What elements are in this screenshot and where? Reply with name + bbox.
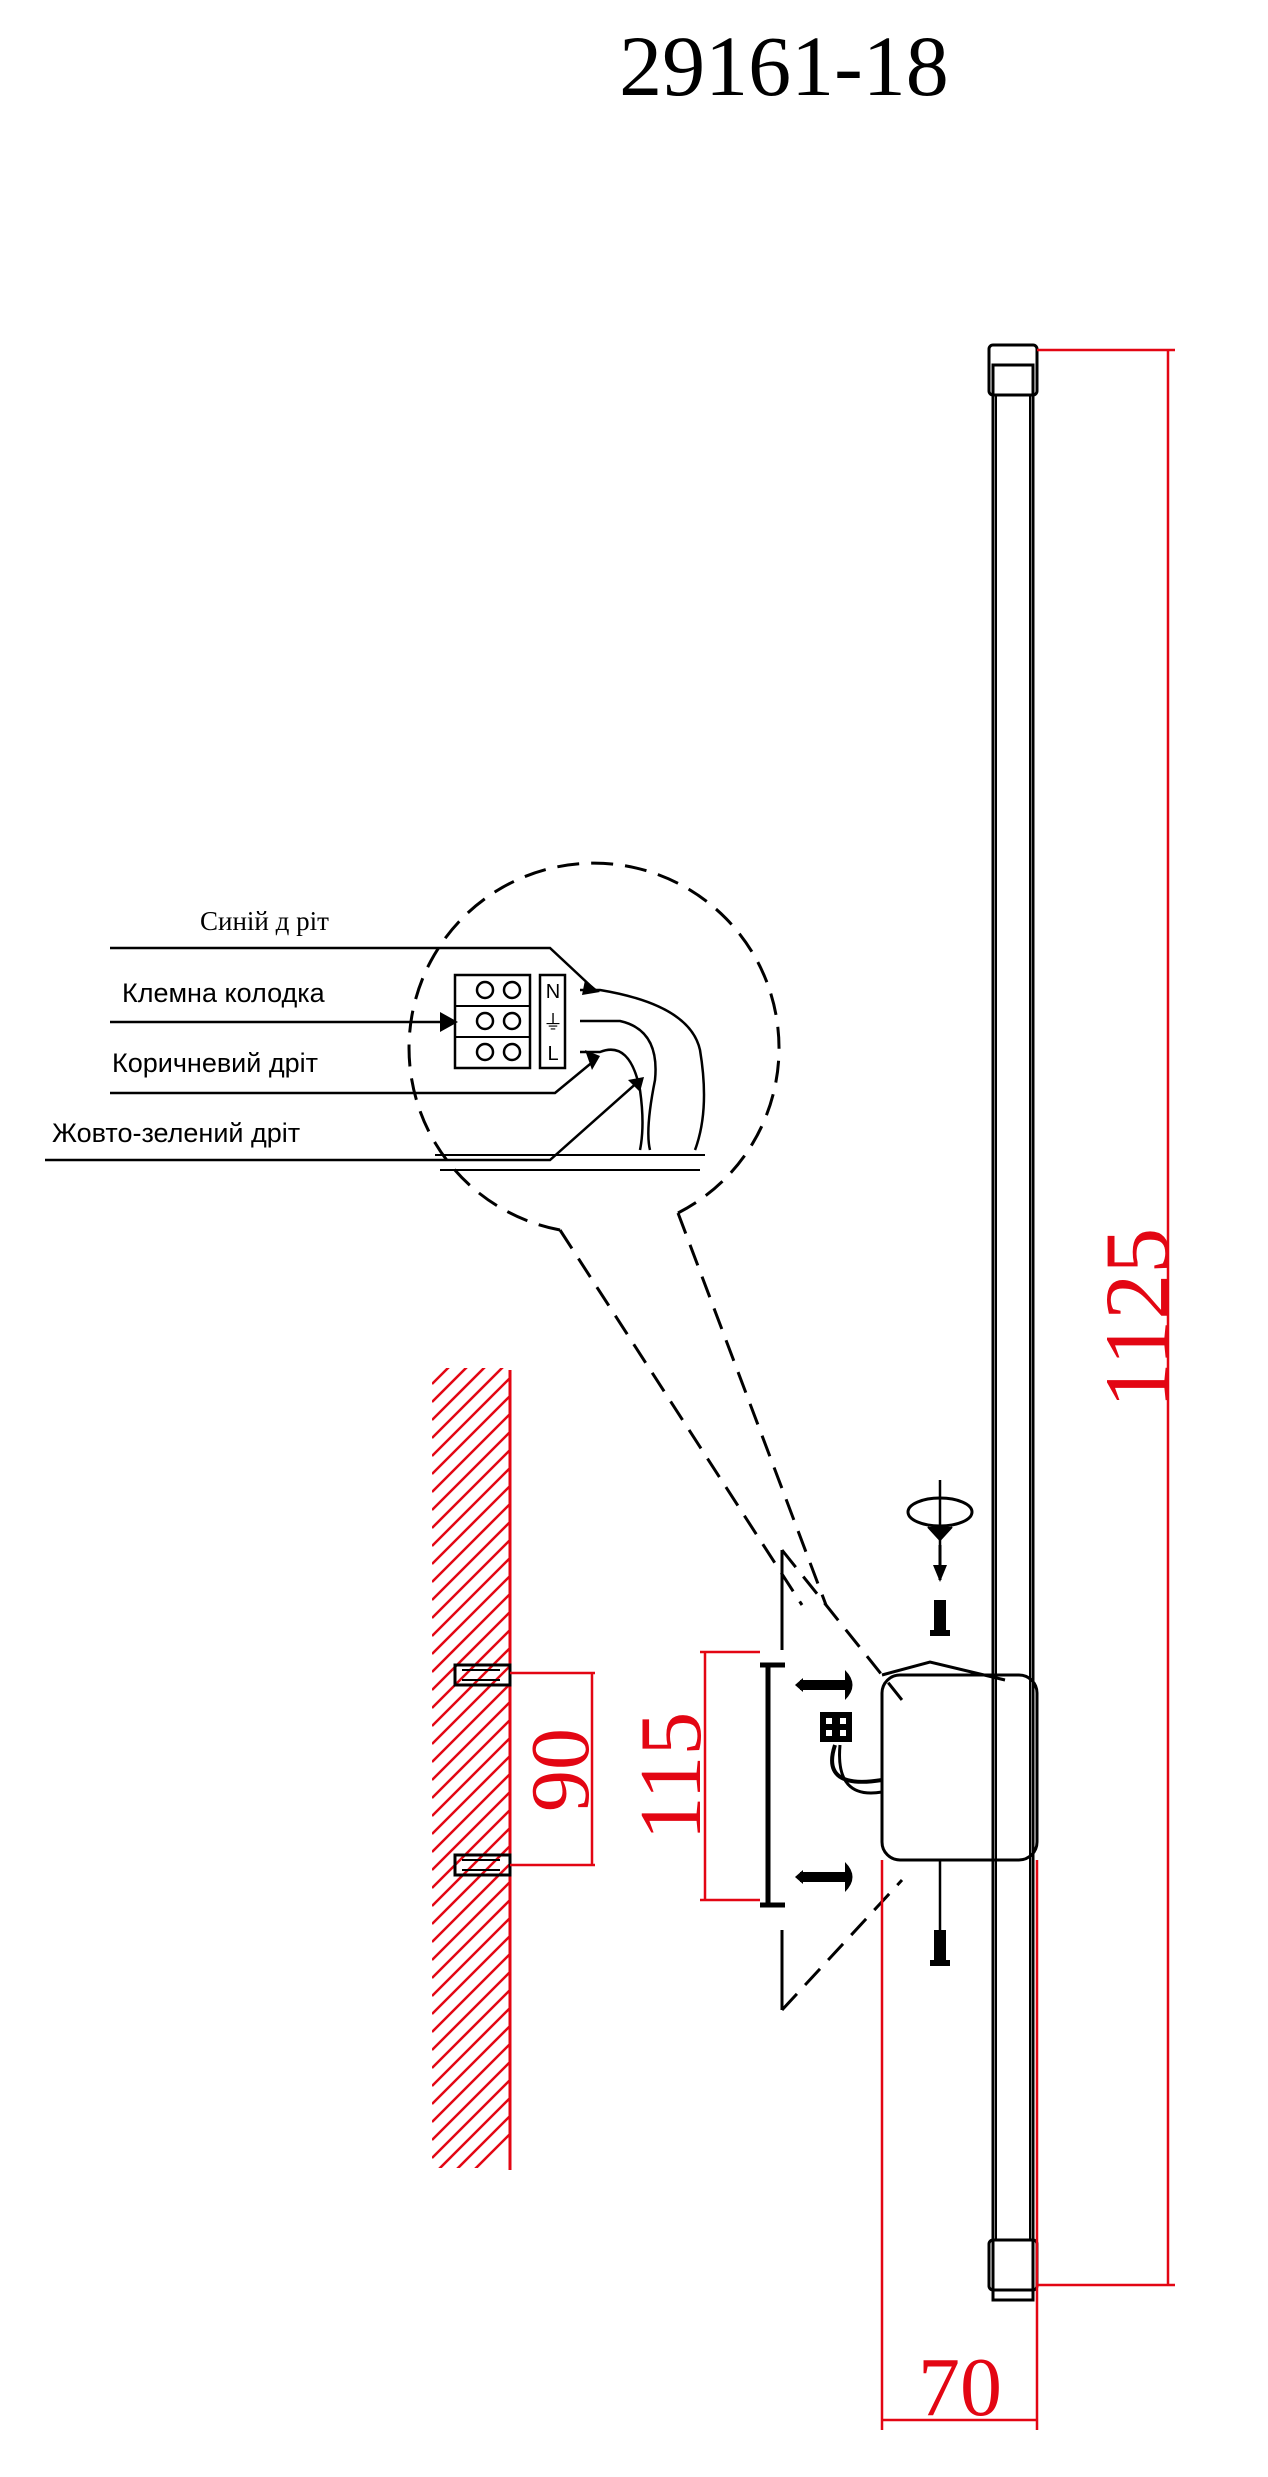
lamp-tube — [987, 343, 1039, 2302]
mounting-body — [880, 1660, 1039, 1862]
depth-dimension-value: 70 — [918, 2341, 1002, 2434]
dimension-base-height — [700, 1650, 760, 1902]
hatch-line — [432, 1736, 510, 1817]
hatch-line — [432, 1988, 510, 2069]
hatch-line — [432, 1250, 512, 1330]
wall-section — [432, 1250, 512, 2170]
yellow-green-wire-label: Жовто-зелений дріт — [52, 1118, 300, 1148]
hatch-line — [432, 1368, 504, 1439]
hatch-line — [432, 1448, 510, 1529]
hatch-line — [432, 1376, 510, 1457]
hatch-line — [432, 1368, 450, 1385]
hatch-line — [432, 1898, 510, 1979]
hatch-line — [432, 1808, 510, 1889]
hatch-line — [432, 1952, 510, 2033]
base-height-dimension-value: 115 — [623, 1712, 720, 1841]
hatch-line — [432, 1664, 510, 1745]
hatch-line — [432, 1574, 510, 1655]
brown-wire-label: Коричневий дріт — [112, 1048, 318, 1078]
wires-detail — [580, 988, 706, 1151]
hatch-line — [432, 2024, 510, 2105]
hatch-line — [432, 1844, 510, 1925]
hatch-line — [432, 2042, 510, 2123]
height-dimension-value: 1125 — [1086, 1228, 1188, 1409]
mounting-screw-icon — [795, 1862, 853, 1892]
terminal-block-small-icon — [820, 1712, 883, 1795]
hatch-line — [432, 2078, 510, 2159]
hatch-line — [432, 1368, 486, 1421]
hatch-line — [432, 1538, 510, 1619]
hatch-line — [474, 2132, 510, 2168]
neutral-terminal-label: N — [546, 981, 560, 1003]
hatch-line — [432, 1826, 510, 1907]
hatch-line — [432, 1610, 510, 1691]
hatch-line — [456, 2114, 510, 2168]
hatch-line — [432, 2060, 510, 2141]
blue-wire-label: Синій д ріт — [200, 906, 329, 936]
hatch-line — [432, 1394, 510, 1475]
hatch-line — [432, 1682, 510, 1763]
hatch-line — [432, 1466, 510, 1547]
hatch-line — [432, 1700, 510, 1781]
mount-spacing-dimension-value: 90 — [514, 1728, 607, 1812]
hatch-line — [432, 1970, 510, 2051]
ground-terminal-label: ⏚ — [543, 1012, 563, 1034]
dimension-depth — [880, 1860, 1039, 2430]
line-terminal-label: L — [547, 1043, 558, 1065]
terminal-block-detail: N ⏚ L — [453, 973, 567, 1070]
wiring-detail-callout — [407, 861, 828, 1606]
dimension-mount-spacing — [510, 1671, 595, 1867]
hatch-line — [438, 2096, 510, 2168]
hatch-line — [432, 1718, 510, 1799]
hatch-line — [432, 1484, 510, 1565]
wall-plug-icon — [453, 1663, 512, 1687]
hatch-line — [432, 1412, 510, 1493]
hatch-line — [432, 1268, 512, 1348]
bottom-set-screw-icon — [930, 1930, 950, 1966]
terminal-block-label: Клемна колодка — [122, 978, 326, 1008]
hatch-line — [432, 1916, 510, 1997]
hatch-line — [432, 2006, 510, 2087]
model-number-title: 29161-18 — [619, 18, 949, 114]
hatch-line — [432, 1368, 468, 1403]
hatch-line — [432, 1628, 510, 1709]
hatch-line — [432, 1934, 510, 2015]
hatch-line — [432, 1772, 510, 1853]
top-set-screw-icon — [930, 1545, 950, 1636]
dimension-height — [1037, 348, 1175, 2287]
hatch-line — [432, 1592, 510, 1673]
hatch-line — [432, 1520, 510, 1601]
hatch-line — [432, 1502, 510, 1583]
hatch-line — [432, 1754, 510, 1835]
hatch-line — [432, 1880, 510, 1961]
hatch-line — [432, 1430, 510, 1511]
hatch-line — [432, 1286, 512, 1366]
mounting-screw-icon — [795, 1670, 853, 1700]
hatch-line — [432, 1790, 510, 1871]
callout-leaders — [45, 946, 644, 1162]
hatch-line — [432, 1556, 510, 1637]
